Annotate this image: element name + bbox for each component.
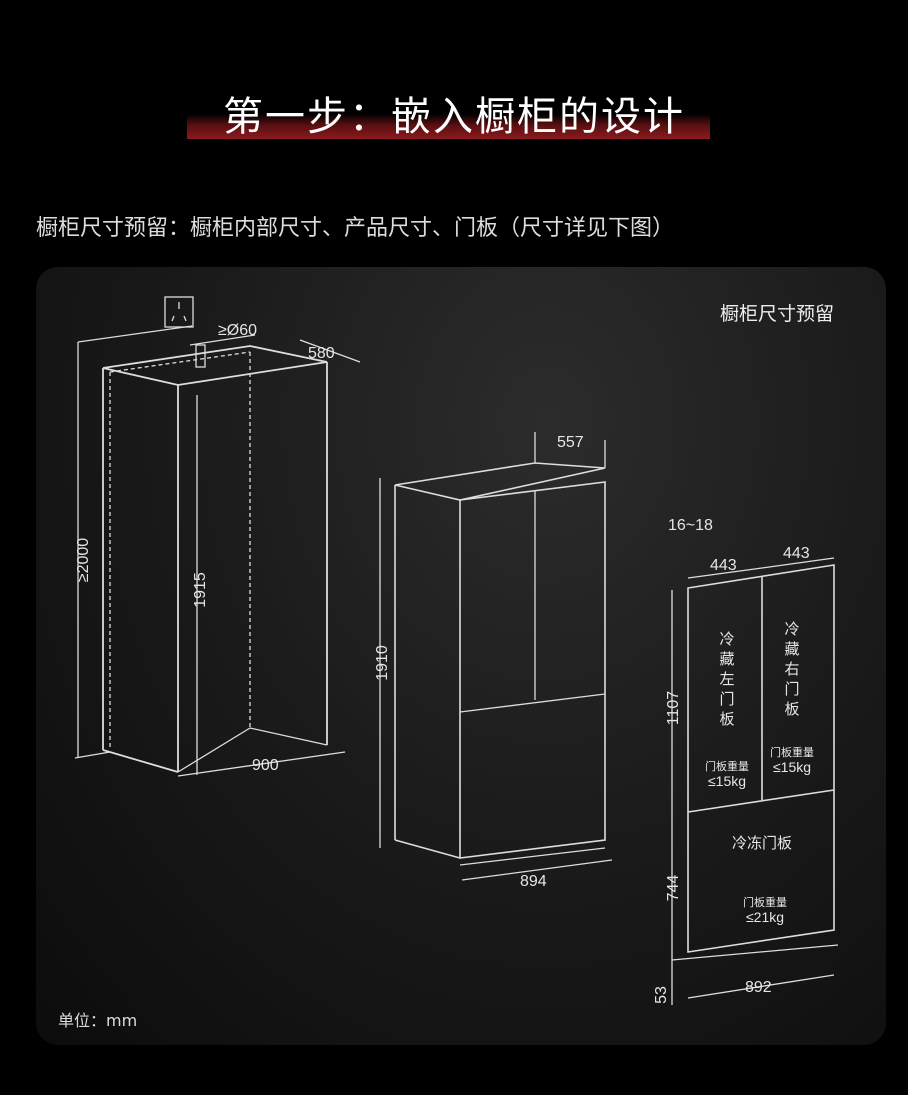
right-door-char: 藏 <box>784 641 799 658</box>
right-door-char: 板 <box>784 700 799 718</box>
fridge-width: 894 <box>520 873 547 890</box>
pipe-dimension: ≥Ø60 <box>218 322 257 339</box>
left-door-char: 板 <box>719 710 734 728</box>
left-weight-label: 门板重量 <box>705 759 749 773</box>
cabinet-height: ≥2000 <box>75 538 92 582</box>
page-title: 第一步：嵌入橱柜的设计 <box>223 94 685 140</box>
cabinet-inner-height: 1915 <box>192 572 209 608</box>
left-weight: ≤15kg <box>708 773 746 789</box>
panel-label: 橱柜尺寸预留 <box>719 303 834 325</box>
freezer-weight-label: 门板重量 <box>743 895 787 909</box>
left-door-char: 冷 <box>719 631 734 648</box>
lower-height: 744 <box>665 875 682 902</box>
freezer-weight: ≤21kg <box>746 909 784 925</box>
left-door-char: 门 <box>719 691 734 708</box>
fridge-drawing: 557 1910 894 <box>374 432 613 890</box>
cabinet-width: 900 <box>252 757 279 774</box>
fridge-depth: 557 <box>557 434 584 451</box>
gap-dimension: 16~18 <box>668 517 713 534</box>
right-door-char: 冷 <box>784 621 799 638</box>
upper-height: 1107 <box>665 691 682 726</box>
door-panels-drawing: 16~18 443 443 1107 744 53 892 冷 藏 左 门 板 … <box>653 517 839 1005</box>
cabinet-depth: 580 <box>308 345 335 362</box>
socket-icon <box>164 296 194 328</box>
freezer-label: 冷冻门板 <box>732 834 792 852</box>
right-door-char: 右 <box>784 661 799 678</box>
subtitle: 橱柜尺寸预留：橱柜内部尺寸、产品尺寸、门板（尺寸详见下图） <box>36 216 675 241</box>
left-width: 443 <box>710 557 737 574</box>
cabinet-drawing: ≥Ø60 580 ≥2000 1915 900 <box>74 296 361 777</box>
left-door-char: 藏 <box>719 651 734 668</box>
total-width: 892 <box>745 979 772 996</box>
fridge-height: 1910 <box>374 645 391 681</box>
base-height: 53 <box>653 986 670 1004</box>
left-door-char: 左 <box>719 671 734 688</box>
right-weight-label: 门板重量 <box>770 745 814 759</box>
right-width: 443 <box>783 545 810 562</box>
right-door-char: 门 <box>784 681 799 698</box>
unit-label: 单位：mm <box>58 1011 138 1030</box>
right-weight: ≤15kg <box>773 759 811 775</box>
title-underline <box>187 114 710 139</box>
